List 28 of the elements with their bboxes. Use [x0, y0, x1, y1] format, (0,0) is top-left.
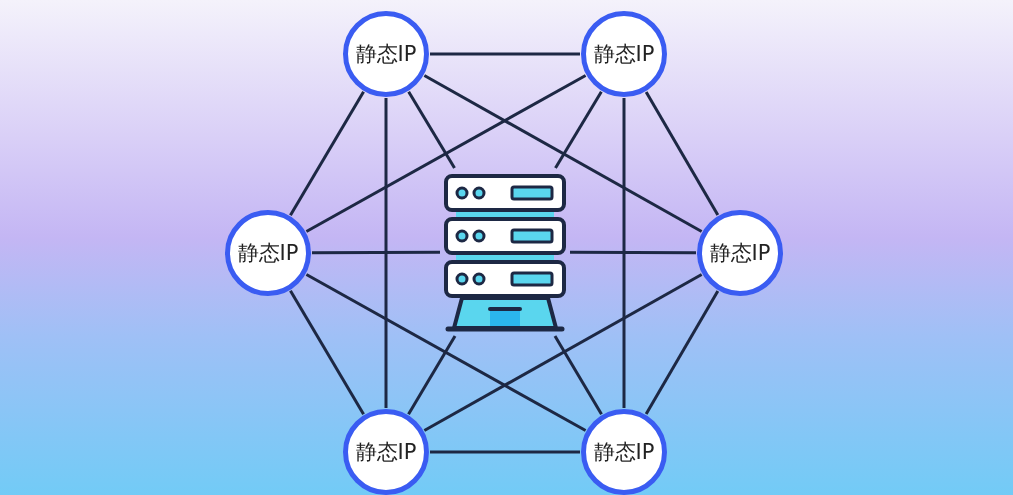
node-label: 静态IP: [237, 240, 299, 267]
connector-line: [384, 98, 388, 408]
connector-line: [644, 290, 720, 415]
connector-line: [289, 91, 365, 216]
node-circle: [225, 210, 311, 296]
node-circle: [343, 409, 429, 495]
connector-line: [423, 74, 703, 233]
connector-line: [305, 74, 587, 233]
connector-line: [305, 273, 587, 432]
connector-line: [289, 290, 365, 415]
node-circle: [581, 409, 667, 495]
node-label: 静态IP: [593, 439, 655, 466]
connector-line: [553, 335, 603, 415]
connector-line: [423, 273, 703, 432]
node-label: 静态IP: [709, 240, 771, 267]
node-label: 静态IP: [355, 439, 417, 466]
node-circle: [697, 210, 783, 296]
node-label: 静态IP: [593, 41, 655, 68]
connector-line: [407, 335, 457, 415]
connector-line: [554, 90, 603, 169]
connector-line: [312, 250, 440, 255]
connector-line: [430, 450, 580, 454]
connector-line: [622, 98, 626, 408]
node-label: 静态IP: [355, 41, 417, 68]
connector-line: [430, 52, 580, 56]
connector-line: [644, 91, 720, 216]
connector-line: [570, 250, 696, 255]
connector-line: [407, 90, 456, 169]
